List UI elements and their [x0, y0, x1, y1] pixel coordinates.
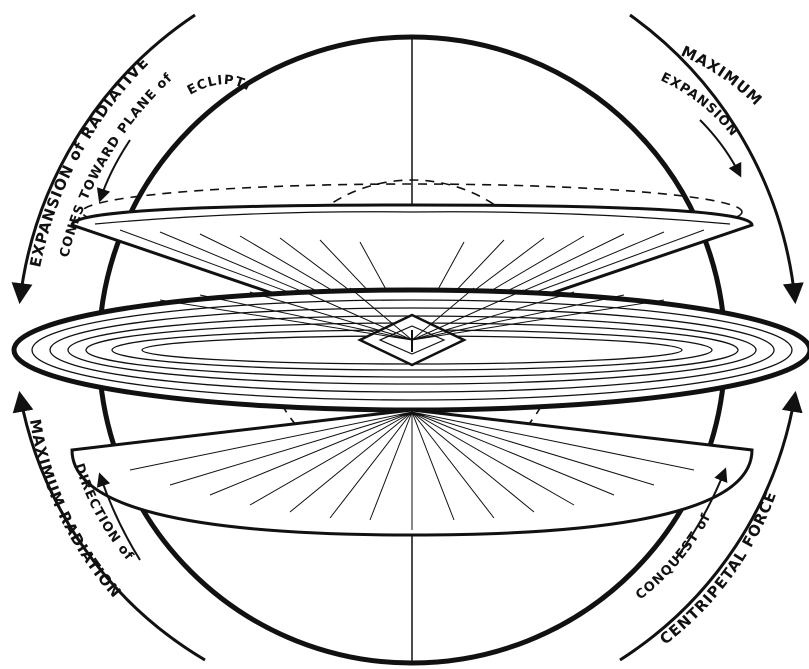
central-disk [14, 288, 809, 410]
lower-cone [72, 410, 752, 535]
